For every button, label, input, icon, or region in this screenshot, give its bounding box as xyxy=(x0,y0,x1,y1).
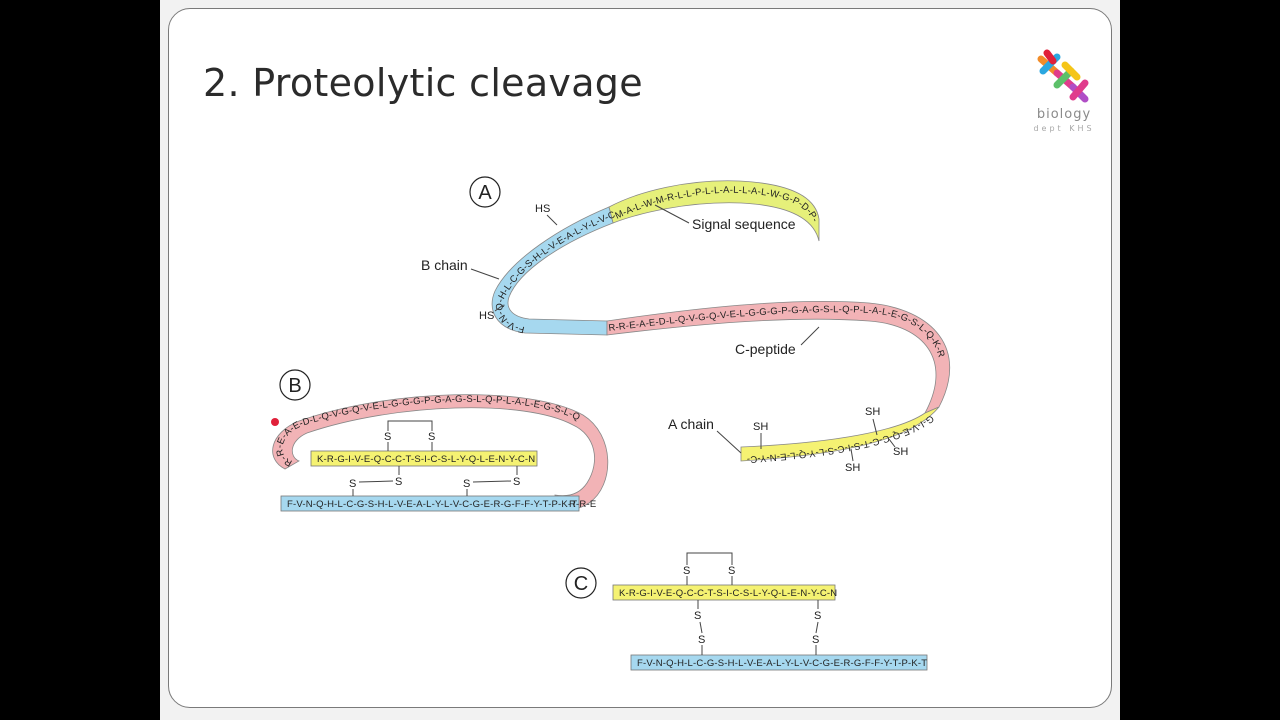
s-b-3: S xyxy=(349,478,356,490)
insulin-cleavage-diagram: A M-A-L-W-M-R-L-L-P-L-L-A-L-L-A-L-W-G-P-… xyxy=(169,9,950,671)
sh-label-3: SH xyxy=(893,446,908,458)
panel-a: A M-A-L-W-M-R-L-L-P-L-L-A-L-L-A-L-W-G-P-… xyxy=(169,9,950,474)
s-b-4: S xyxy=(395,476,402,488)
panel-a-marker xyxy=(469,176,501,208)
b-chain-sequence-text: F-V-N-Q-H-L-C-G-S-H-L-V-E-A-L-Y-L-V-C-G-… xyxy=(169,9,617,335)
slide-stage: 2. Proteolytic cleavage biology dept KHS xyxy=(160,0,1120,720)
panel-c: C K-R-G-I-V-E-Q-C-C-T-S-I-C-S-L-Y-Q-L-E-… xyxy=(565,552,928,671)
s-b-2: S xyxy=(428,431,435,443)
bond-b-intra xyxy=(387,420,433,431)
sh-label-1: SH xyxy=(753,421,768,433)
bond-c-intra xyxy=(686,552,733,565)
a-chain-label: A chain xyxy=(668,416,714,432)
sh-label-4: SH xyxy=(845,462,860,474)
logo-subtext: dept KHS xyxy=(1033,124,1095,133)
a-chain-bar-c xyxy=(612,584,836,601)
s-c-3: S xyxy=(694,610,701,622)
s-b-1: S xyxy=(384,431,391,443)
s-c-2: S xyxy=(728,565,735,577)
dna-helix-icon xyxy=(1037,49,1089,103)
panel-b: B R-R-E-A-E-D-L-Q-V-G-Q-V-E-L-G-G-G-P-G-… xyxy=(271,369,609,512)
b-chain-band xyxy=(491,206,614,336)
hs-label-top: HS xyxy=(535,203,550,215)
s-b-5: S xyxy=(463,478,470,490)
s-c-5: S xyxy=(814,610,821,622)
panel-b-marker xyxy=(279,369,311,401)
slide-title: 2. Proteolytic cleavage xyxy=(203,61,643,105)
pointer-dot xyxy=(271,418,279,426)
s-b-6: S xyxy=(513,476,520,488)
slide: 2. Proteolytic cleavage biology dept KHS xyxy=(168,8,1112,708)
s-c-4: S xyxy=(698,634,705,646)
b-chain-tail-text: R-R-E xyxy=(569,499,596,510)
b-chain-label: B chain xyxy=(421,257,468,273)
panel-b-label: B xyxy=(288,375,301,397)
a-chain-band xyxy=(740,406,940,462)
panel-c-label: C xyxy=(574,573,588,595)
a-chain-bar-b-text: K-R-G-I-V-E-Q-C-C-T-S-I-C-S-L-Y-Q-L-E-N-… xyxy=(317,454,535,465)
signal-sequence-label: Signal sequence xyxy=(692,216,796,232)
hs-label-bottom: HS xyxy=(479,310,494,322)
s-c-1: S xyxy=(683,565,690,577)
b-chain-bar-c-text: F-V-N-Q-H-L-C-G-S-H-L-V-E-A-L-Y-L-V-C-G-… xyxy=(637,658,927,669)
biology-dept-logo: biology dept KHS xyxy=(1027,49,1101,149)
c-peptide-label: C-peptide xyxy=(735,341,796,357)
sh-label-2: SH xyxy=(865,406,880,418)
logo-text: biology xyxy=(1036,107,1092,122)
a-chain-bar-b xyxy=(310,450,538,467)
a-chain-bar-c-text: K-R-G-I-V-E-Q-C-C-T-S-I-C-S-L-Y-Q-L-E-N-… xyxy=(619,588,837,599)
signal-sequence-band xyxy=(608,180,820,242)
panel-a-label: A xyxy=(478,182,492,204)
s-c-6: S xyxy=(812,634,819,646)
b-chain-bar-b xyxy=(280,495,580,512)
b-chain-bar-b-text: F-V-N-Q-H-L-C-G-S-H-L-V-E-A-L-Y-L-V-C-G-… xyxy=(287,499,577,510)
panel-c-marker xyxy=(565,567,597,599)
b-chain-bar-c xyxy=(630,654,928,671)
